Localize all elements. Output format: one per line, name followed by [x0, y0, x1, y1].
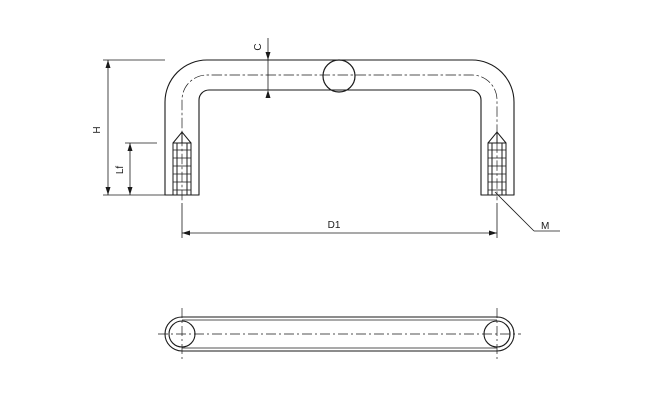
left-threaded-insert	[172, 131, 192, 196]
right-threaded-insert	[487, 131, 507, 196]
label-d1: D1	[328, 220, 341, 231]
rod-section-circle	[322, 59, 356, 93]
rod-centerline	[181, 74, 498, 201]
dimension-lf	[125, 142, 157, 195]
dimension-h	[103, 59, 165, 196]
dimension-c	[265, 38, 271, 98]
label-h: H	[92, 126, 103, 133]
label-c: C	[253, 43, 264, 50]
leader-m	[494, 191, 560, 232]
label-m: M	[541, 221, 549, 232]
dimension-d1	[181, 203, 498, 238]
top-view	[158, 308, 521, 360]
dimensions	[103, 38, 560, 238]
front-view	[164, 59, 515, 201]
label-lf: Lf	[115, 166, 126, 175]
handle-outer-contour	[164, 59, 515, 196]
handle-inner-contour	[198, 89, 482, 196]
